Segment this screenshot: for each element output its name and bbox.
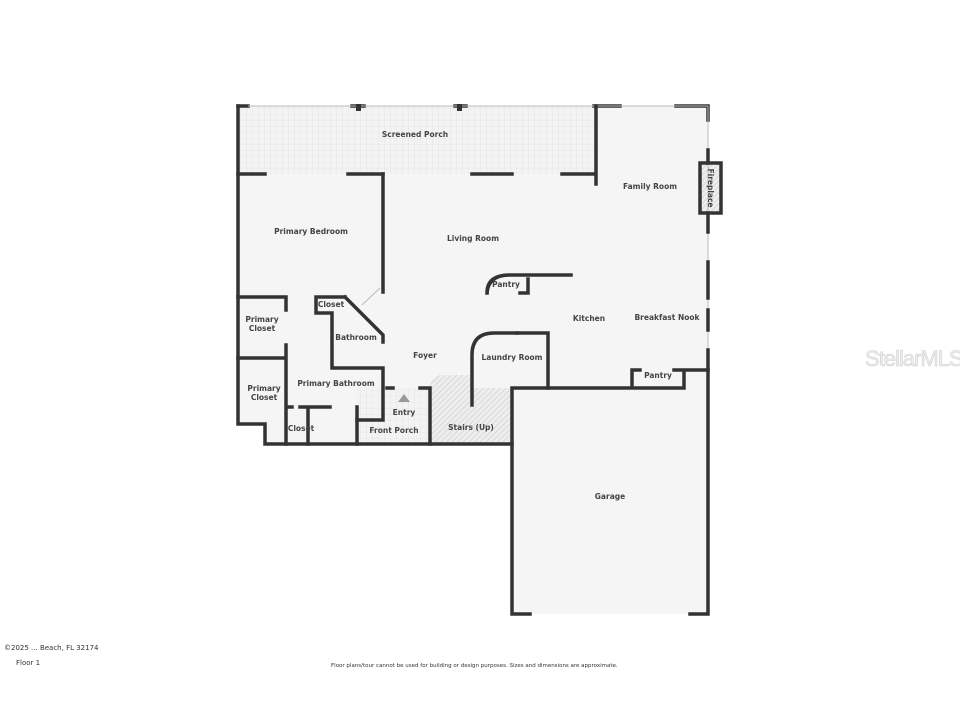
room-label-kitchen: Kitchen: [573, 314, 605, 323]
room-label-primary-bathroom: Primary Bathroom: [297, 379, 375, 388]
stairs-area: [430, 375, 472, 444]
room-label-primary-closet-2-line2: Closet: [251, 393, 278, 402]
address-text: ©2025 ... Beach, FL 32174: [4, 644, 99, 652]
room-label-foyer: Foyer: [413, 351, 437, 360]
front-porch-area: [357, 388, 430, 444]
room-label-primary-closet-line2: Closet: [249, 324, 276, 333]
fireplace-area: [700, 163, 721, 213]
entry-arrow-icon: [398, 394, 410, 402]
floor-label: Floor 1: [16, 659, 41, 667]
room-label-breakfast-nook: Breakfast Nook: [634, 313, 700, 322]
room-label-laundry-room: Laundry Room: [482, 353, 543, 362]
room-label-primary-closet: Primary: [245, 315, 278, 324]
room-label-primary-closet-2: Primary: [247, 384, 280, 393]
room-label-entry: Entry: [393, 408, 416, 417]
watermark-logo: StellarMLS: [865, 346, 960, 372]
room-label-family-room: Family Room: [623, 182, 677, 191]
room-label-stairs: Stairs (Up): [448, 423, 494, 432]
screened-porch-area: [238, 106, 596, 174]
room-label-closet: Closet: [318, 300, 345, 309]
disclaimer-text: Floor plans/tour cannot be used for buil…: [331, 663, 618, 669]
room-label-fireplace: Fireplace: [706, 168, 715, 207]
room-label-pantry: Pantry: [492, 280, 520, 289]
room-label-pantry-2: Pantry: [644, 371, 672, 380]
room-label-living-room: Living Room: [447, 234, 499, 243]
walls: [236, 104, 723, 616]
room-label-front-porch: Front Porch: [369, 426, 418, 435]
room-label-screened-porch: Screened Porch: [382, 130, 448, 139]
room-label-garage: Garage: [595, 492, 625, 501]
room-label-bathroom: Bathroom: [335, 333, 377, 342]
room-label-closet-2: Closet: [288, 424, 315, 433]
room-label-primary-bedroom: Primary Bedroom: [274, 227, 348, 236]
